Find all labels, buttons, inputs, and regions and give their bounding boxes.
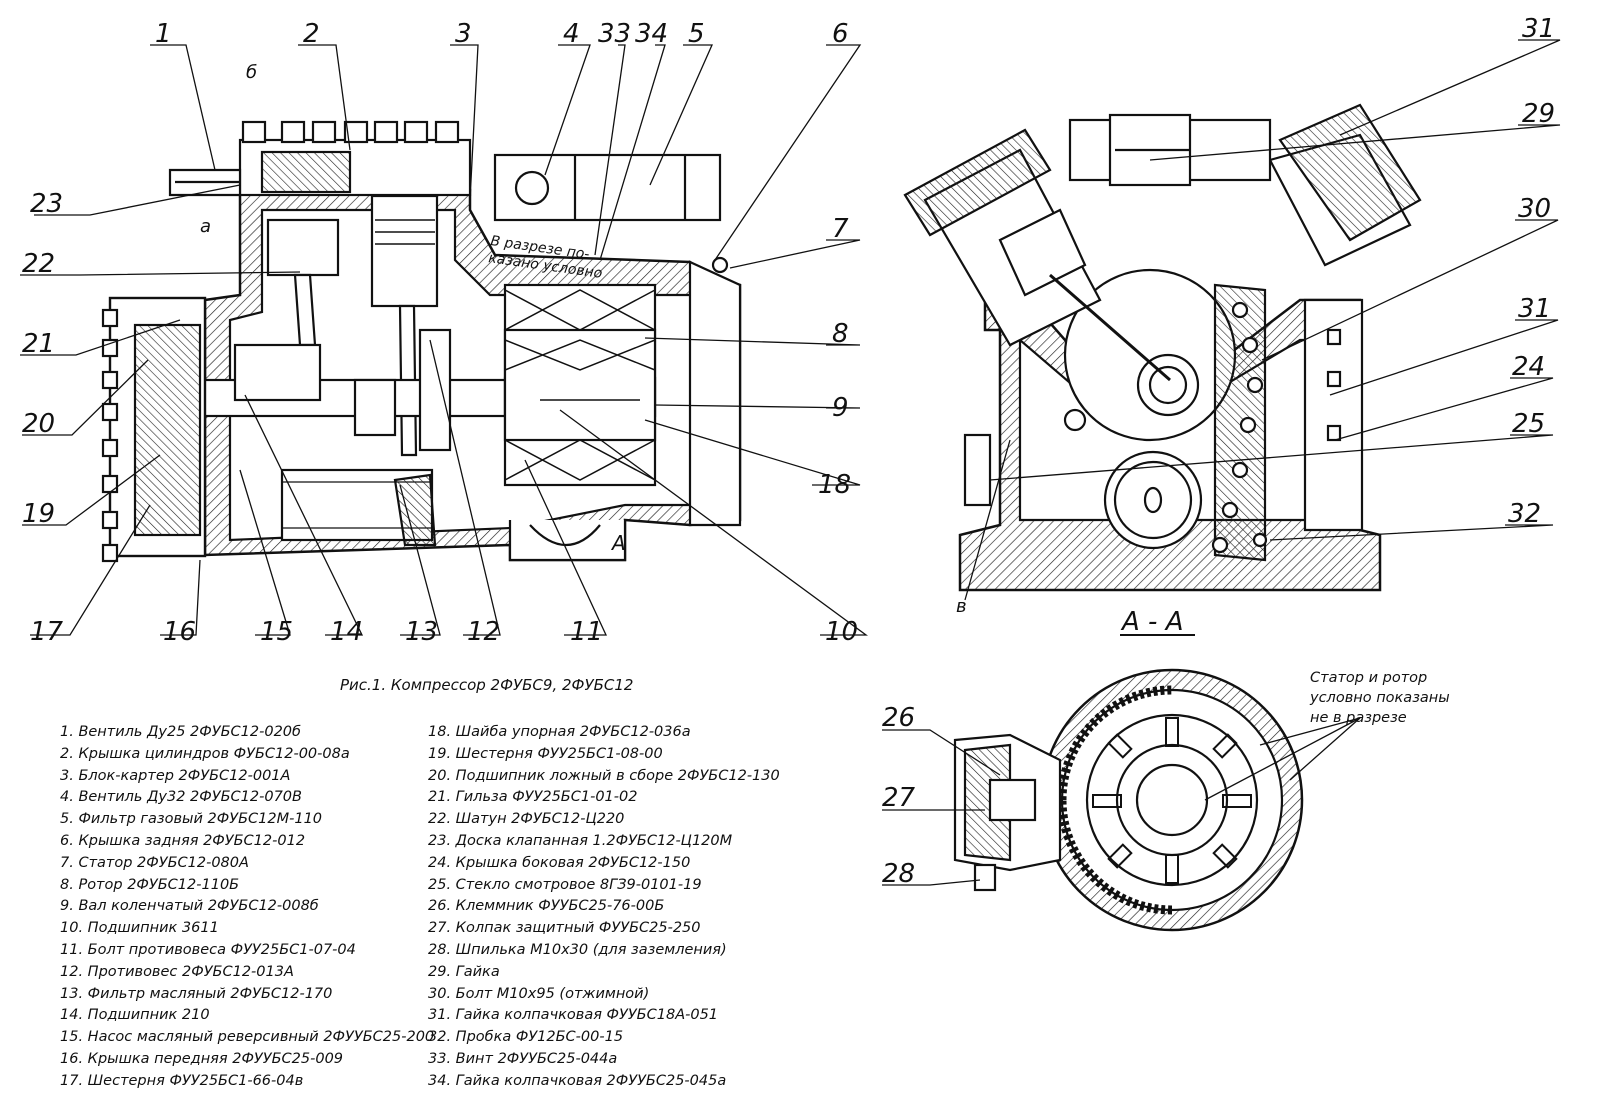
legend-item: 32. Пробка ФУ12БС-00-15 xyxy=(428,1029,624,1046)
callout-9: 9 xyxy=(832,393,849,423)
legend-item: 5. Фильтр газовый 2ФУБС12М-110 xyxy=(60,811,323,828)
sub-label-a: а xyxy=(200,216,211,237)
legend-item: 29. Гайка xyxy=(428,963,500,980)
legend-item: 16. Крышка передняя 2ФУУБС25-009 xyxy=(60,1050,344,1067)
callout-6: 6 xyxy=(832,19,849,49)
legend-item: 17. Шестерня ФУУ25БС1-66-04в xyxy=(60,1072,304,1089)
legend-item: 22. Шатун 2ФУБС12-Ц220 xyxy=(428,811,625,828)
legend-item: 11. Болт противовеса ФУУ25БС1-07-04 xyxy=(60,941,356,958)
stator-note-line: не в разрезе xyxy=(1310,710,1407,726)
legend-item: 20. Подшипник ложный в сборе 2ФУБС12-130 xyxy=(428,767,780,784)
legend-item: 23. Доска клапанная 1.2ФУБС12-Ц120М xyxy=(428,832,733,849)
legend-item: 21. Гильза ФУУ25БС1-01-02 xyxy=(428,789,638,806)
legend-item: 2. Крышка цилиндров ФУБС12-00-08а xyxy=(60,745,350,762)
figure-caption: Рис.1. Компрессор 2ФУБС9, 2ФУБС12 xyxy=(340,676,634,694)
callout-18: 18 xyxy=(818,470,851,500)
legend-item: 19. Шестерня ФУУ25БС1-08-00 xyxy=(428,745,663,762)
legend-item: 15. Насос масляный реверсивный 2ФУУБС25-… xyxy=(60,1029,435,1046)
legend-item: 34. Гайка колпачковая 2ФУУБС25-045а xyxy=(428,1072,727,1089)
stator-rotor-note: Статор и ротор условно показаны не в раз… xyxy=(1310,668,1470,728)
callout-24: 24 xyxy=(1512,352,1545,382)
legend-item: 26. Клеммник ФУУБС25-76-00Б xyxy=(428,898,665,915)
legend-item: 31. Гайка колпачковая ФУУБС18А-051 xyxy=(428,1007,719,1024)
legend-item: 4. Вентиль Ду32 2ФУБС12-070В xyxy=(60,789,302,806)
legend-item: 14. Подшипник 210 xyxy=(60,1007,210,1024)
callout-8: 8 xyxy=(832,319,849,349)
section-aa xyxy=(903,103,1422,592)
sub-label-b: б xyxy=(246,62,257,83)
leader-lines-bottom xyxy=(882,717,1361,886)
cross-section xyxy=(953,668,1304,932)
callout-4: 4 xyxy=(563,19,580,49)
callout-28: 28 xyxy=(882,859,915,889)
callout-15: 15 xyxy=(260,617,293,647)
parts-legend-column-2: 18. Шайба упорная 2ФУБС12-036а 19. Шесте… xyxy=(428,722,780,1093)
legend-item: 10. Подшипник 3611 xyxy=(60,920,219,937)
callout-11: 11 xyxy=(570,617,603,647)
legend-item: 7. Статор 2ФУБС12-080А xyxy=(60,854,249,871)
section-marker-a: А xyxy=(610,531,626,555)
legend-item: 18. Шайба упорная 2ФУБС12-036а xyxy=(428,724,691,740)
callout-32: 32 xyxy=(1508,499,1541,529)
callout-20: 20 xyxy=(22,409,55,439)
legend-item: 3. Блок-картер 2ФУБС12-001А xyxy=(60,767,291,784)
callout-12: 12 xyxy=(467,617,500,647)
callout-17: 17 xyxy=(30,617,64,647)
callout-1: 1 xyxy=(155,19,172,49)
longitudinal-section xyxy=(101,120,742,563)
sub-label-v: в xyxy=(956,596,967,617)
callout-numbers: 1 2 3 4 33 34 5 6 7 8 9 18 10 11 12 13 1… xyxy=(22,14,1555,889)
callout-14: 14 xyxy=(330,617,363,647)
legend-item: 9. Вал коленчатый 2ФУБС12-008б xyxy=(60,898,319,915)
callout-7: 7 xyxy=(832,214,849,244)
callout-21: 21 xyxy=(22,329,55,359)
callout-30: 30 xyxy=(1518,194,1551,224)
callout-29: 29 xyxy=(1522,99,1555,129)
legend-item: 28. Шпилька М10х30 (для заземления) xyxy=(428,941,727,958)
legend-item: 6. Крышка задняя 2ФУБС12-012 xyxy=(60,832,306,849)
callout-13: 13 xyxy=(405,617,438,647)
callout-10: 10 xyxy=(825,617,858,647)
legend-item: 12. Противовес 2ФУБС12-013А xyxy=(60,963,294,980)
legend-item: 8. Ротор 2ФУБС12-110Б xyxy=(60,876,240,893)
legend-item: 13. Фильтр масляный 2ФУБС12-170 xyxy=(60,985,333,1002)
callout-31-side: 31 xyxy=(1518,294,1551,324)
callout-31-top: 31 xyxy=(1522,14,1555,44)
callout-26: 26 xyxy=(882,703,915,733)
callout-34: 34 xyxy=(635,19,668,49)
callout-16: 16 xyxy=(163,617,196,647)
legend-item: 1. Вентиль Ду25 2ФУБС12-020б xyxy=(60,724,301,740)
callout-2: 2 xyxy=(303,19,320,49)
legend-item: 25. Стекло смотровое 8ГЗ9-0101-19 xyxy=(428,876,702,893)
leader-lines-right xyxy=(964,39,1561,636)
leader-lines-left xyxy=(20,44,868,636)
callout-27: 27 xyxy=(882,783,916,813)
callout-5: 5 xyxy=(688,19,705,49)
parts-legend-column-1: 1. Вентиль Ду25 2ФУБС12-020б 2. Крышка ц… xyxy=(60,722,434,1093)
legend-item: 24. Крышка боковая 2ФУБС12-150 xyxy=(428,854,691,871)
stator-note-line: условно показаны xyxy=(1310,690,1450,706)
callout-19: 19 xyxy=(22,499,55,529)
legend-item: 27. Колпак защитный ФУУБС25-250 xyxy=(428,920,701,937)
legend-item: 33. Винт 2ФУУБС25-044а xyxy=(428,1050,618,1067)
callout-33: 33 xyxy=(598,19,631,49)
stator-note-line: Статор и ротор xyxy=(1310,670,1428,686)
callout-25: 25 xyxy=(1512,409,1545,439)
callout-22: 22 xyxy=(22,249,55,279)
callout-3: 3 xyxy=(455,19,472,49)
legend-item: 30. Болт М10х95 (отжимной) xyxy=(428,985,650,1002)
section-label-aa: А - А xyxy=(1120,607,1183,637)
callout-23: 23 xyxy=(30,189,63,219)
